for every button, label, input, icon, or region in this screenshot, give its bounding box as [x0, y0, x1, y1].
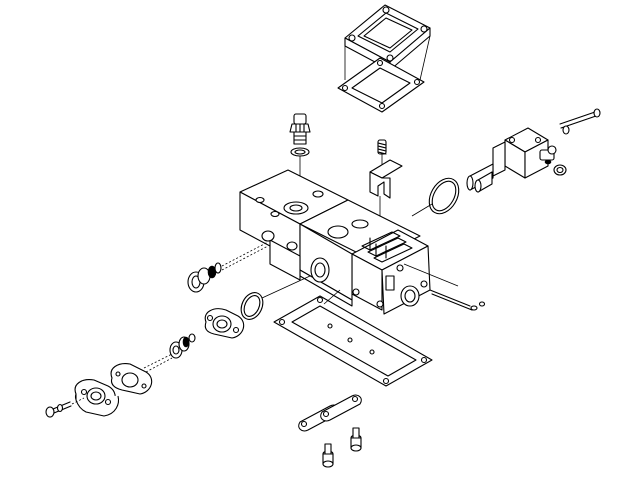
flange-screw — [45, 397, 85, 418]
retaining-clip — [369, 159, 403, 199]
fitting-with-seals — [169, 333, 196, 359]
top-cover-gasket — [337, 57, 425, 113]
top-cover-plate — [344, 4, 431, 71]
valve-body — [239, 169, 431, 315]
flange-gasket — [110, 363, 153, 395]
spring — [377, 139, 387, 155]
solenoid-nut — [544, 159, 567, 176]
locating-pin — [429, 289, 486, 311]
locking-plate — [298, 394, 362, 432]
seal-ring — [240, 292, 264, 320]
base-gasket — [273, 295, 433, 387]
end-flange — [74, 379, 120, 417]
pressure-switch-seal-ring — [290, 147, 310, 157]
solenoid-mounting-bolt — [559, 108, 601, 135]
solenoid-o-ring — [428, 177, 460, 215]
plug-with-seals — [187, 262, 222, 293]
pressure-switch — [289, 113, 311, 145]
flange-cover — [204, 308, 245, 339]
solenoid-valve — [466, 127, 557, 193]
cap-screw — [322, 427, 362, 468]
